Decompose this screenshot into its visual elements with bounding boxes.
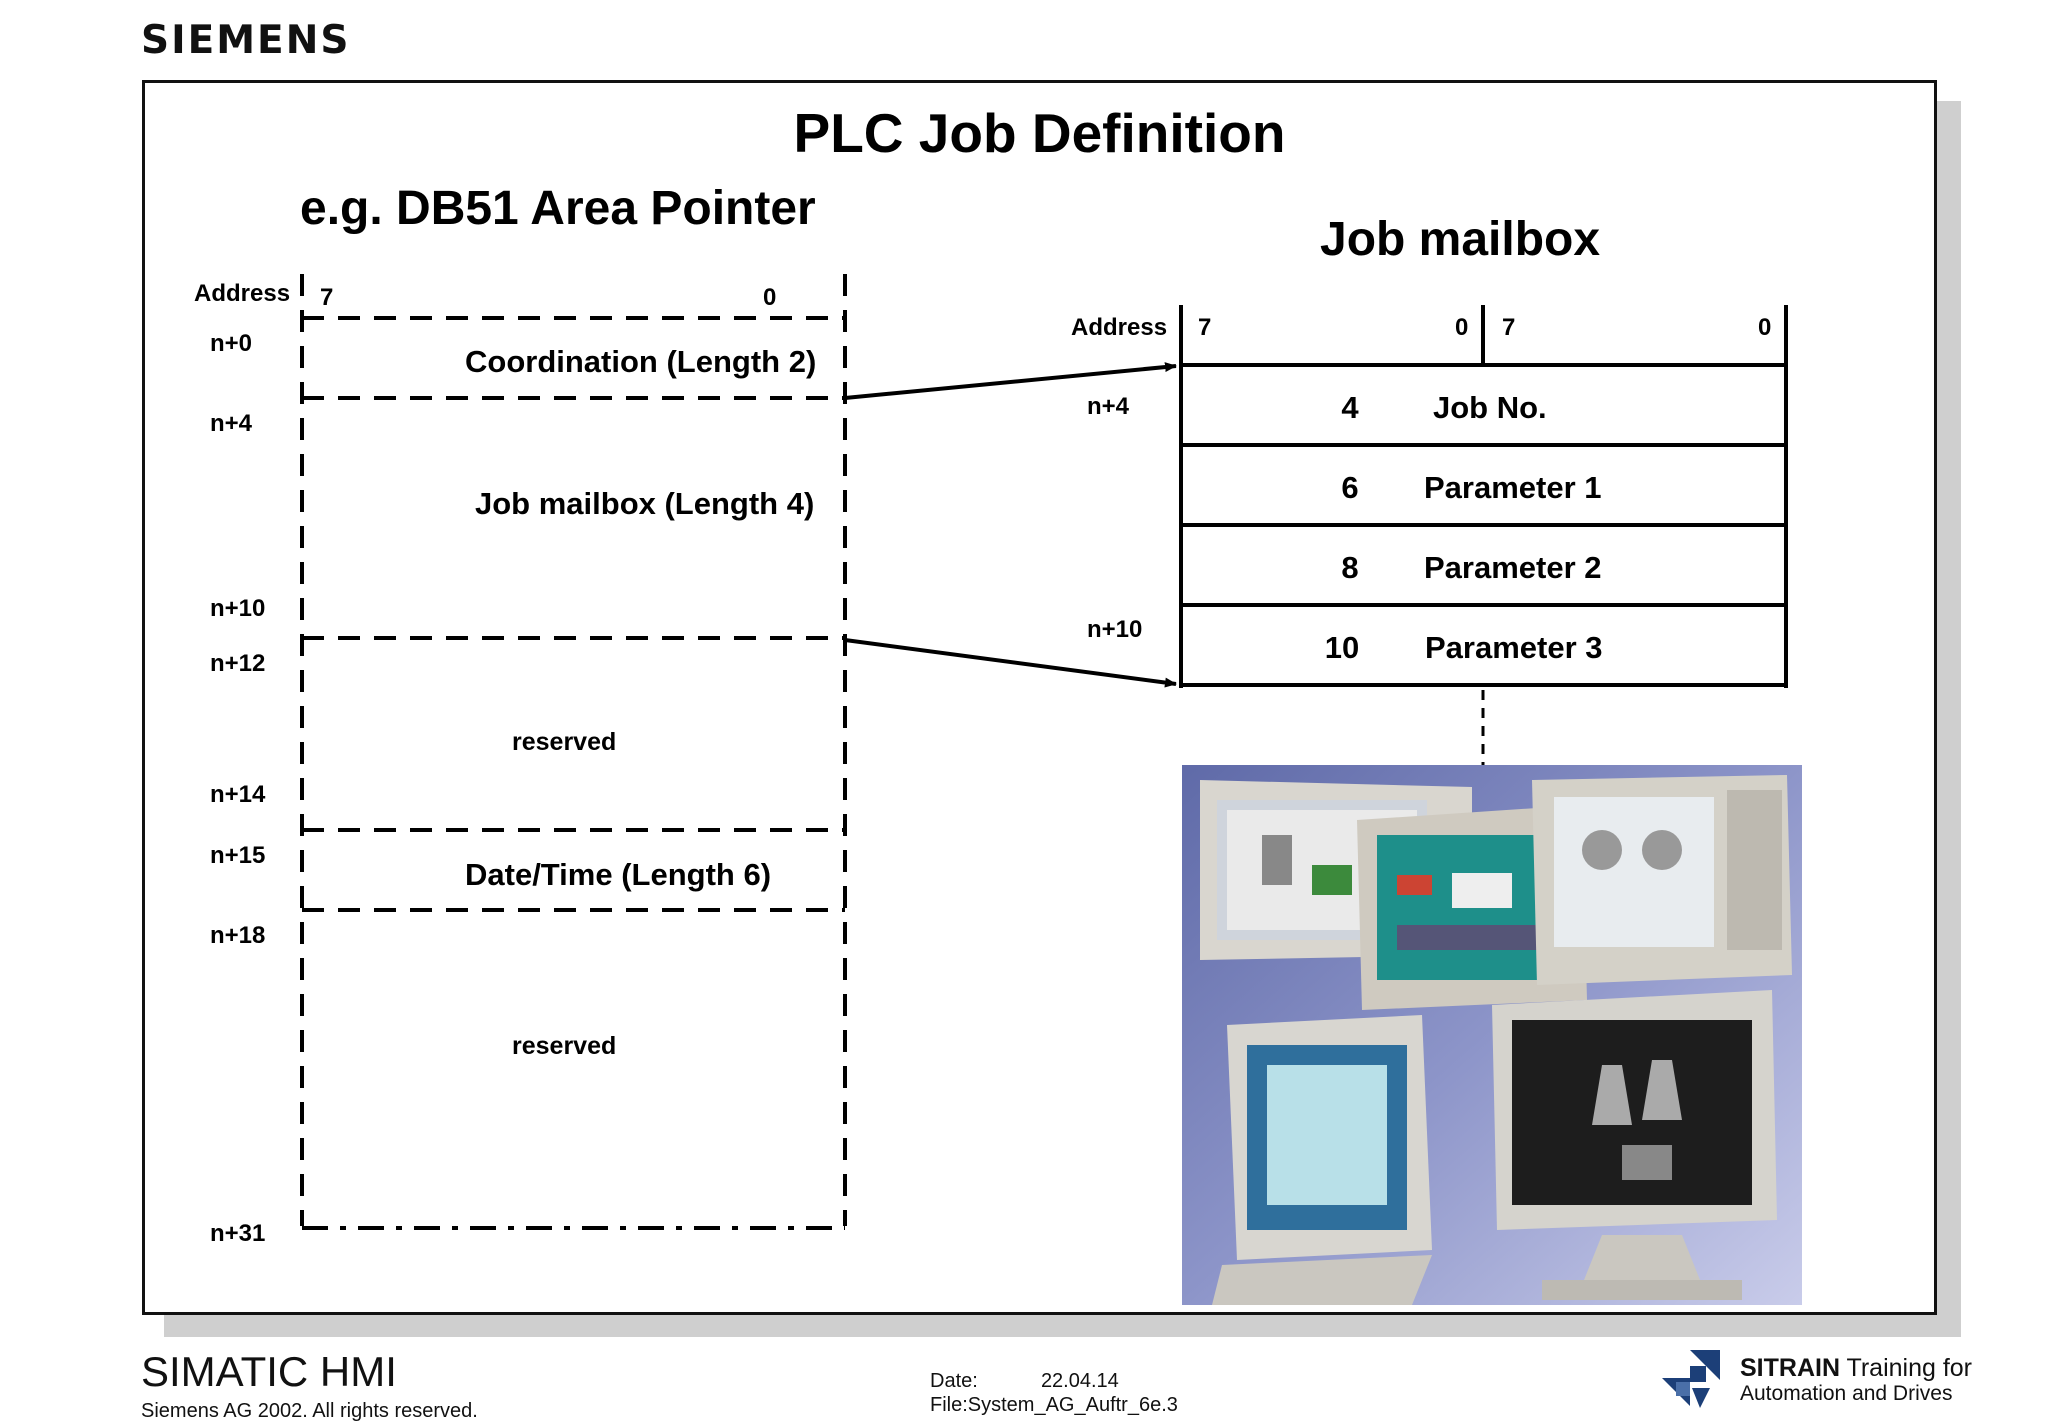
sitrain-logo-icon <box>1662 1350 1720 1408</box>
arrow-bottom <box>844 638 1177 688</box>
mailbox-bit-7b: 7 <box>1502 314 1516 341</box>
mailbox-bit-0a: 0 <box>1455 314 1469 341</box>
job-mailbox-heading: Job mailbox <box>1320 213 1601 266</box>
footer-date-value: 22.04.14 <box>1040 1370 1119 1392</box>
mailbox-bit-7a: 7 <box>1198 314 1212 341</box>
sitrain-line2: Automation and Drives <box>1740 1382 1953 1405</box>
footer-product: SIMATIC HMI <box>141 1348 397 1395</box>
mailbox-row-num: 4 <box>1341 390 1359 425</box>
arrow-top <box>844 362 1177 400</box>
mailbox-row-label: Parameter 2 <box>1424 550 1602 585</box>
field-reserved-1: reserved <box>512 728 617 756</box>
mailbox-row-label: Parameter 1 <box>1424 470 1602 505</box>
mailbox-row-num: 6 <box>1341 470 1359 505</box>
mailbox-address-n10: n+10 <box>1087 616 1143 643</box>
address-n18: n+18 <box>210 922 266 949</box>
sitrain-rest: Training for <box>1840 1354 1973 1382</box>
address-n14: n+14 <box>210 781 266 808</box>
sitrain-line1: SITRAIN Training for <box>1740 1354 1972 1383</box>
area-bit-high: 7 <box>320 284 334 311</box>
footer-file: File:System_AG_Auftr_6e.3 <box>930 1394 1178 1416</box>
field-reserved-2: reserved <box>512 1032 617 1060</box>
mailbox-address-label: Address <box>1071 314 1168 341</box>
address-n15: n+15 <box>210 842 266 869</box>
mailbox-row-num: 8 <box>1341 550 1359 585</box>
address-n4: n+4 <box>210 410 253 437</box>
mailbox-row-label: Job No. <box>1433 390 1547 425</box>
slide-title: PLC Job Definition <box>793 102 1286 164</box>
footer-date: Date: 22.04.14 <box>930 1370 1119 1393</box>
area-pointer-heading: e.g. DB51 Area Pointer <box>300 182 816 235</box>
mailbox-row-label: Parameter 3 <box>1425 630 1603 665</box>
address-n31: n+31 <box>210 1220 266 1247</box>
address-n0: n+0 <box>210 330 253 357</box>
footer-copyright: Siemens AG 2002. All rights reserved. <box>141 1400 478 1422</box>
sitrain-bold: SITRAIN <box>1740 1354 1840 1382</box>
mailbox-address-n4: n+4 <box>1087 393 1130 420</box>
footer-date-label: Date: <box>930 1370 978 1392</box>
address-n12: n+12 <box>210 650 266 677</box>
siemens-logo: SIEMENS <box>141 18 351 63</box>
field-coordination: Coordination (Length 2) <box>465 344 817 379</box>
hmi-panels-photo <box>1182 765 1802 1305</box>
area-address-label: Address <box>194 280 291 307</box>
area-bit-low: 0 <box>763 284 777 311</box>
field-date-time: Date/Time (Length 6) <box>465 857 772 892</box>
mailbox-row-num: 10 <box>1324 630 1360 665</box>
mailbox-bit-0b: 0 <box>1758 314 1772 341</box>
field-job-mailbox: Job mailbox (Length 4) <box>475 486 815 521</box>
address-n10: n+10 <box>210 595 266 622</box>
